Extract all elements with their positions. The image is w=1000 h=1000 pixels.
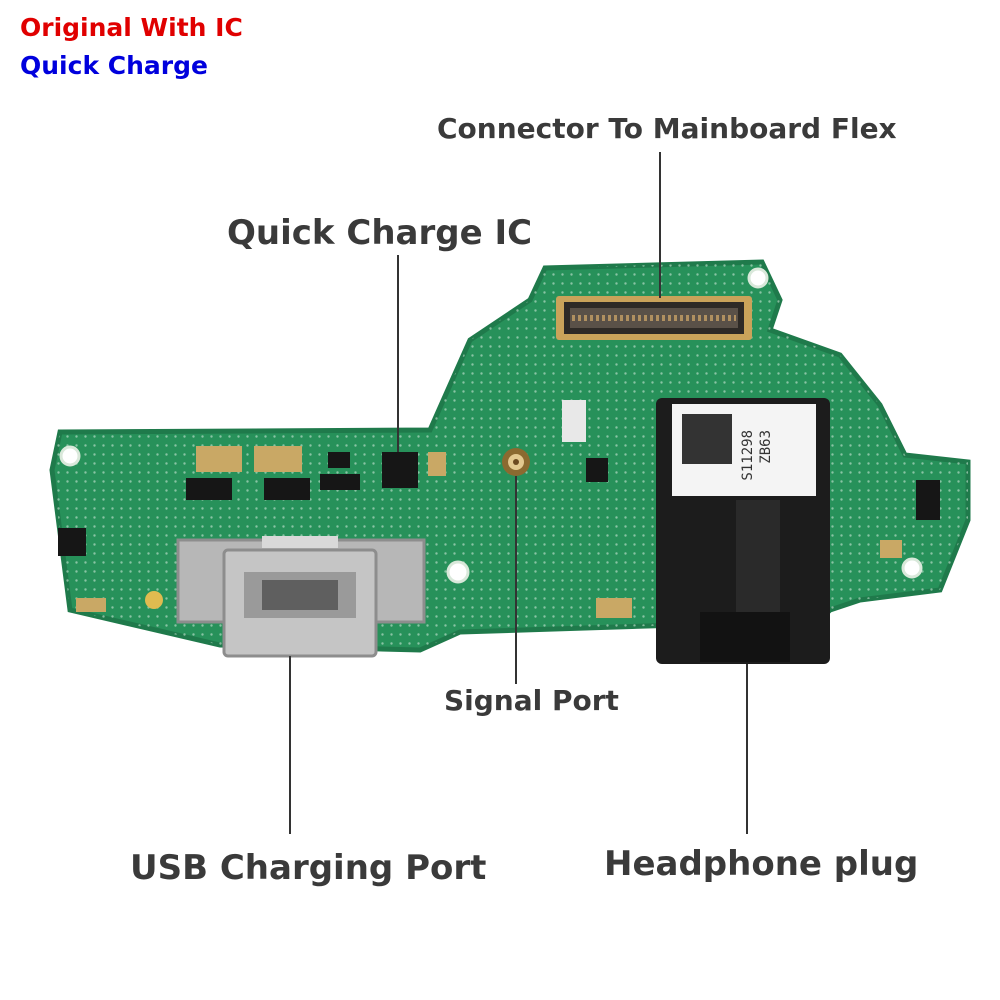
quick-charge-ic-chip [382,452,418,488]
sticker-code-1: S11298 [740,430,756,481]
headphone-jack: S11298 ZB63 [656,398,830,664]
signal-port-label: Signal Port [444,684,619,717]
mounting-hole [901,557,923,579]
sticker-code-2: ZB63 [758,430,774,464]
headphone-plug-label: Headphone plug [604,844,919,884]
quick-charge-tag: Quick Charge [20,51,208,80]
mounting-hole [59,445,81,467]
signal-port-connector [502,448,530,476]
mounting-hole [446,560,470,584]
usb-charging-port-label: USB Charging Port [130,848,487,888]
mainboard-flex-connector [556,296,752,340]
quick-charge-ic-label: Quick Charge IC [227,213,533,253]
connector-label: Connector To Mainboard Flex [437,112,897,145]
mounting-hole [747,267,769,289]
usb-charging-port [176,536,426,658]
original-with-ic-tag: Original With IC [20,13,243,42]
